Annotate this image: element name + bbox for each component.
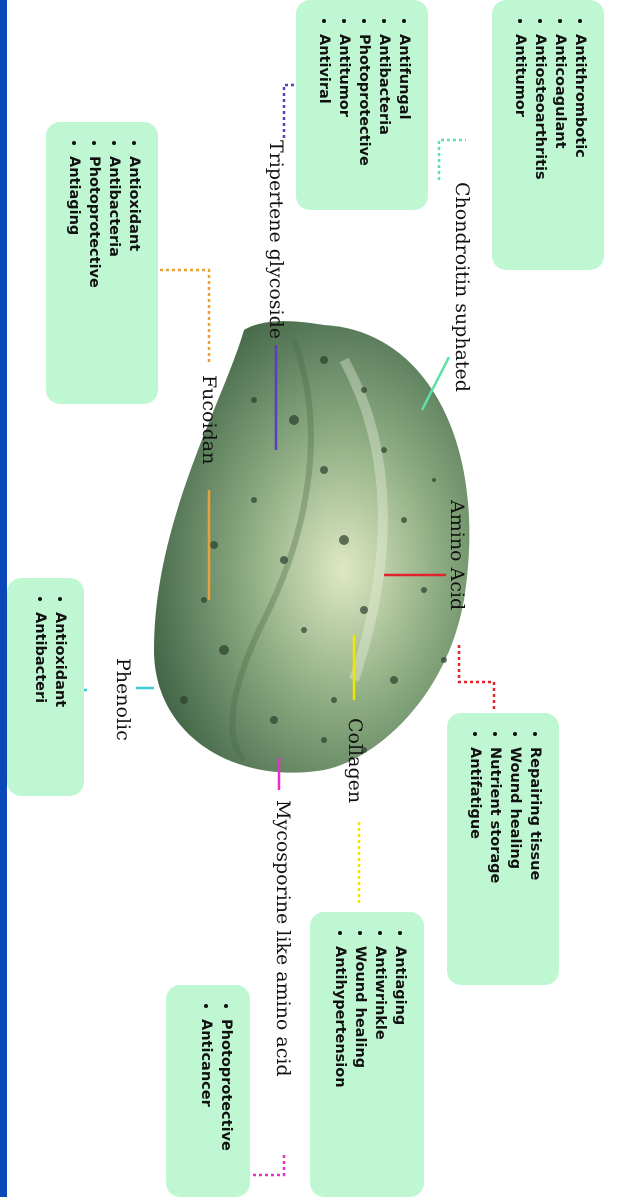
effect-item: Antiaging — [64, 156, 84, 392]
effect-item: Photoprotective — [216, 1019, 236, 1185]
effects-card-phenolic: Antioxidant Antibacteri — [7, 578, 84, 796]
effect-item: Antitumor — [334, 34, 354, 198]
effect-item: Antioxidant — [124, 156, 144, 392]
effects-card-fucoidan: Antioxidant Antibacteria Photoprotective… — [46, 122, 158, 404]
effect-item: Antihypertension — [330, 946, 350, 1185]
diagram-stage: Chondroitin suphated Amino Acid Collagen… — [7, 0, 624, 1197]
effect-item: Antiviral — [314, 34, 334, 198]
effect-item: Antifungal — [394, 34, 414, 198]
effect-item: Antiaging — [390, 946, 410, 1185]
effect-item: Anticoagulant — [550, 34, 570, 258]
effect-item: Antibacteria — [104, 156, 124, 392]
label-triterpene: Tripertene glycoside — [265, 140, 287, 339]
effect-item: Photoprotective — [354, 34, 374, 198]
effect-item: Wound healing — [505, 747, 525, 973]
effects-card-amino-acid: Repairing tissue Wound healing Nutrient … — [447, 713, 559, 985]
label-chondroitin: Chondroitin suphated — [451, 182, 473, 392]
label-amino-acid: Amino Acid — [446, 500, 468, 610]
effect-item: Antiwrinkle — [370, 946, 390, 1185]
label-collagen: Collagen — [344, 718, 366, 803]
diagram-canvas: Chondroitin suphated Amino Acid Collagen… — [7, 0, 624, 1197]
label-mycosporine: Mycosporine like amino acid — [272, 800, 294, 1077]
effect-item: Nutrient storage — [485, 747, 505, 973]
label-fucoidan: Fucoidan — [198, 375, 220, 464]
effects-card-triterpene: Antifungal Antibacteria Photoprotective … — [296, 0, 428, 210]
effects-card-mycosporine: Photoprotective Anticancer — [166, 985, 250, 1197]
effect-item: Antioxidant — [50, 612, 70, 784]
effect-item: Anticancer — [196, 1019, 216, 1185]
effect-item: Repairing tissue — [525, 747, 545, 973]
effects-card-collagen: Antiaging Antiwrinkle Wound healing Anti… — [310, 912, 424, 1197]
effect-item: Antibacteri — [30, 612, 50, 784]
effect-item: Antifatigue — [465, 747, 485, 973]
effect-item: Antiosteoarthritis — [530, 34, 550, 258]
effect-item: Antibacteria — [374, 34, 394, 198]
effect-item: Antitumor — [510, 34, 530, 258]
effects-card-chondroitin: Antithrombotic Anticoagulant Antiosteoar… — [492, 0, 604, 270]
effect-item: Photoprotective — [84, 156, 104, 392]
label-phenolic: Phenolic — [112, 658, 134, 741]
effect-item: Wound healing — [350, 946, 370, 1185]
effect-item: Antithrombotic — [570, 34, 590, 258]
